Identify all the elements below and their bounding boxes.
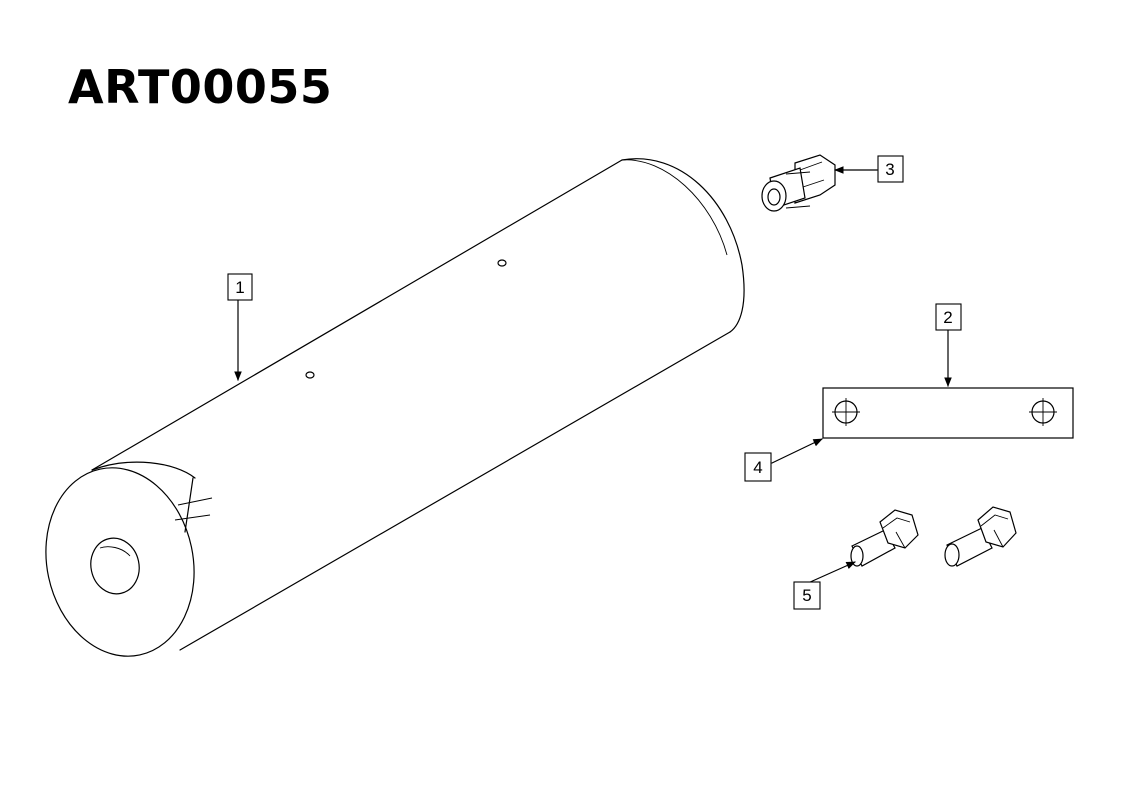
part-plate xyxy=(822,387,1074,439)
part-cylinder xyxy=(45,158,745,657)
callout-5: 5 xyxy=(793,581,821,610)
callout-4: 4 xyxy=(744,452,772,482)
leader-line-5 xyxy=(807,561,856,584)
svg-text:1: 1 xyxy=(235,278,244,297)
svg-text:2: 2 xyxy=(943,308,952,327)
callout-3: 3 xyxy=(877,155,904,183)
part-bolt-1 xyxy=(850,509,919,567)
drawing-title: ART00055 xyxy=(68,60,333,114)
callout-1: 1 xyxy=(227,273,253,301)
svg-text:5: 5 xyxy=(802,586,811,605)
leader-line-4 xyxy=(771,438,823,464)
svg-text:3: 3 xyxy=(885,160,894,179)
callout-2: 2 xyxy=(935,303,962,331)
part-fitting xyxy=(761,154,836,212)
part-bolt-2 xyxy=(944,506,1017,567)
svg-text:4: 4 xyxy=(753,458,762,477)
